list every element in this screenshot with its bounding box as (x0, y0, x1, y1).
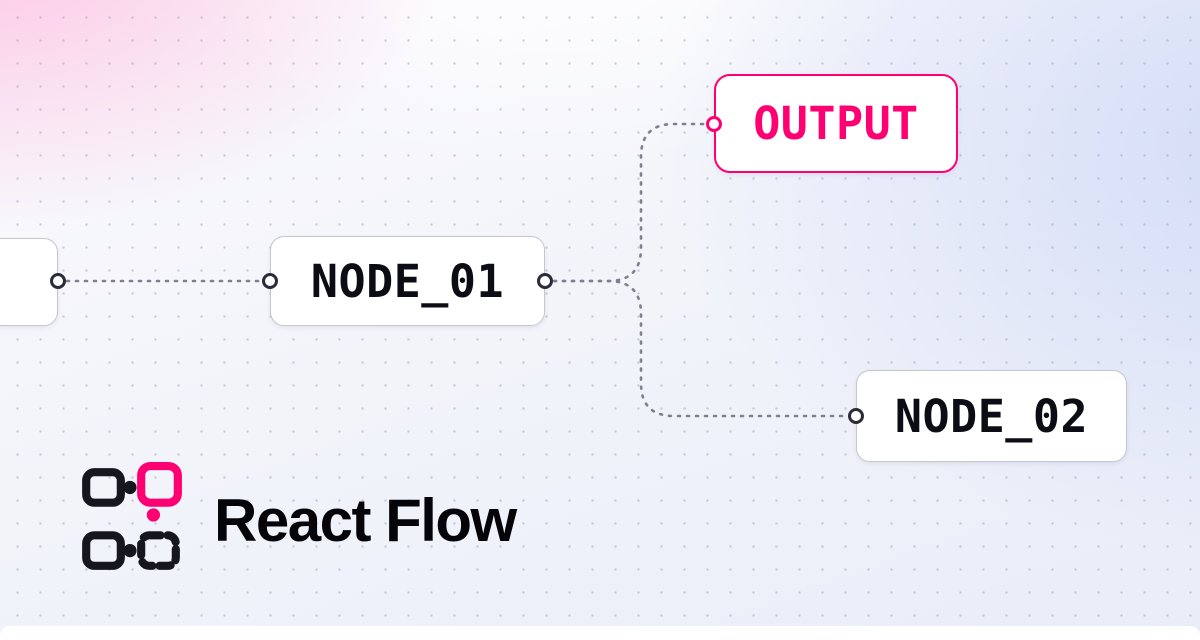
brand-lockup: React Flow (76, 462, 517, 574)
edge-node01-to-output (552, 122, 706, 283)
handle-node01-target[interactable] (262, 273, 278, 289)
node-partial[interactable] (0, 238, 58, 326)
node-02[interactable]: NODE_02 (856, 370, 1127, 462)
handle-output-target[interactable] (706, 116, 722, 132)
brand-wordmark: React Flow (214, 487, 517, 554)
edge-node01-to-node02 (552, 279, 848, 418)
node-02-label: NODE_02 (894, 389, 1089, 443)
node-01[interactable]: NODE_01 (270, 236, 545, 326)
handle-node02-target[interactable] (848, 408, 864, 424)
node-output-label: OUTPUT (753, 97, 919, 150)
handle-partial-source[interactable] (50, 273, 66, 289)
window-bottom-edge (0, 626, 1200, 640)
handle-node01-source[interactable] (537, 273, 553, 289)
react-flow-logo-icon (82, 462, 182, 570)
node-01-label: NODE_01 (310, 254, 505, 308)
node-output[interactable]: OUTPUT (714, 74, 958, 173)
